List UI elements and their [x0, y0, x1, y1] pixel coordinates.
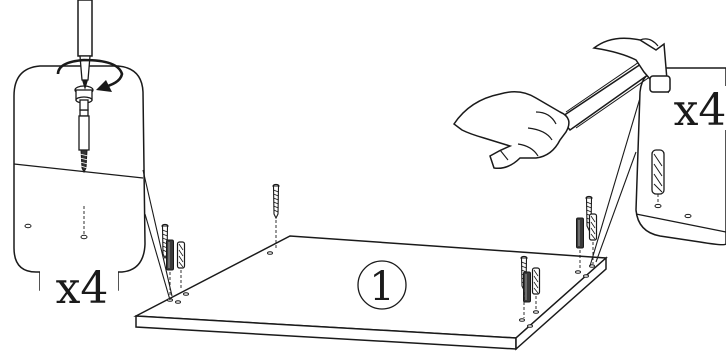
step-number-badge: 1: [357, 260, 407, 310]
hammer-icon: [558, 37, 671, 132]
right-quantity-label: x4: [674, 85, 726, 136]
hand-icon: [452, 91, 570, 170]
right-callout: x4: [589, 67, 726, 267]
right-back-fittings: [576, 195, 598, 270]
wooden-dowel: [651, 149, 665, 204]
step-number: 1: [369, 264, 394, 310]
right-front-fittings: [520, 255, 541, 318]
rotate-arrow-icon: [56, 58, 124, 92]
left-fittings: [161, 223, 186, 296]
screwdriver-icon: [77, 0, 93, 90]
left-callout: x4: [13, 0, 173, 314]
left-quantity-label: x4: [56, 263, 109, 314]
center-screw: [272, 183, 280, 248]
panel-holes: [167, 251, 595, 328]
